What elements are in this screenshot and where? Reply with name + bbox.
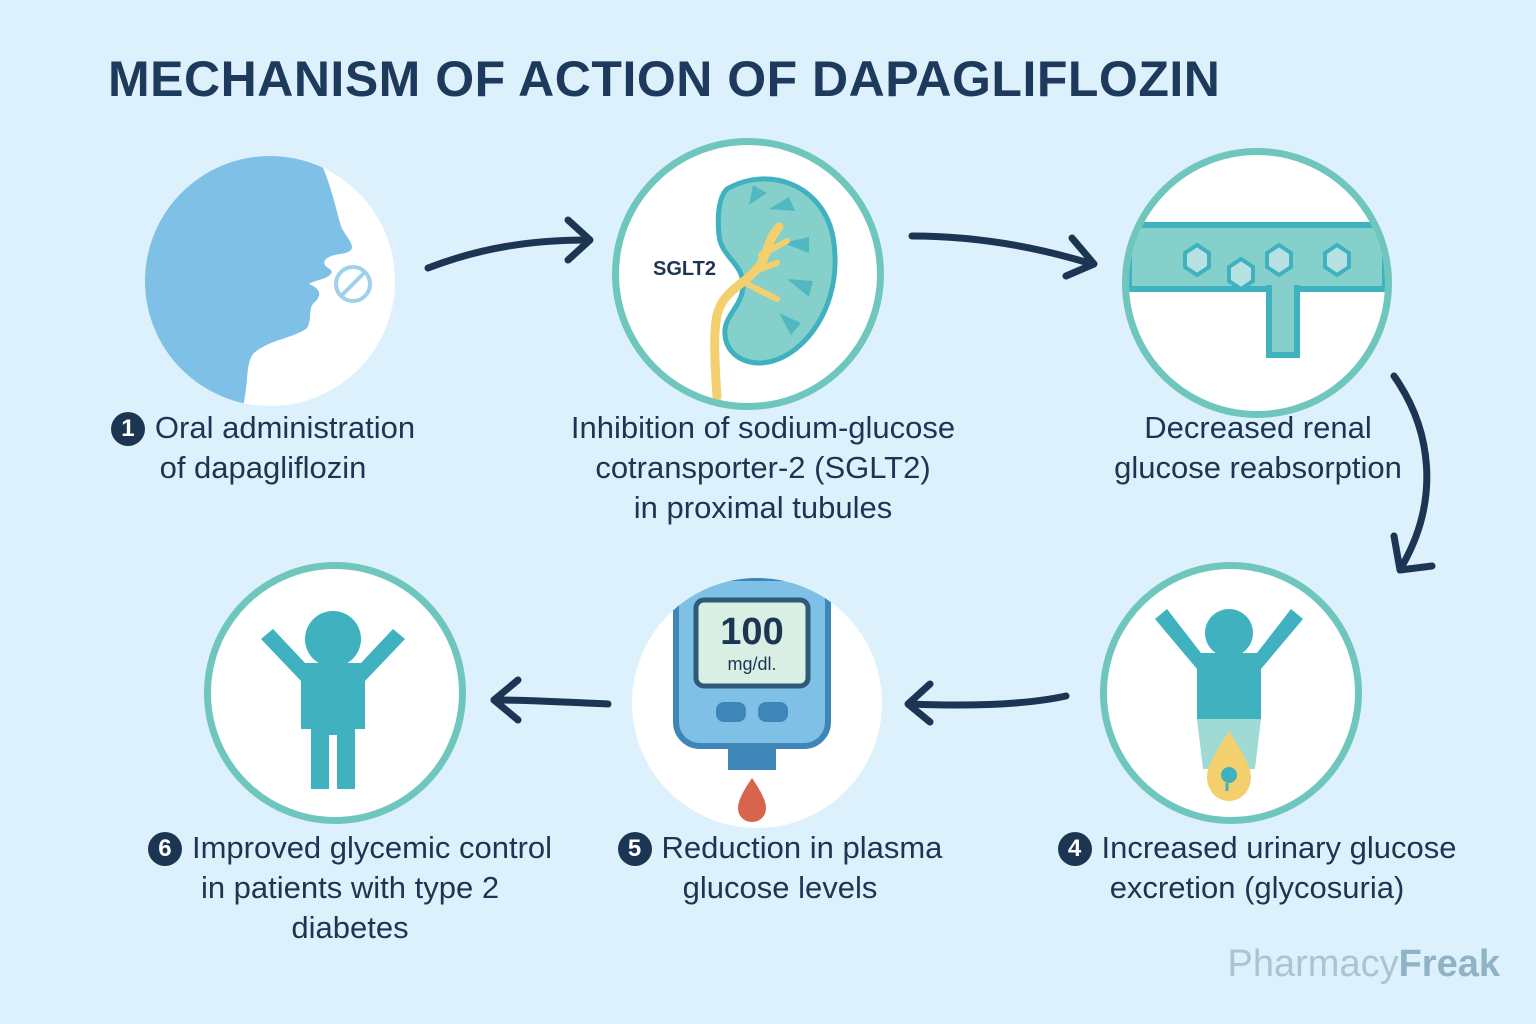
- person-body-icon: [261, 629, 405, 789]
- step-1-line-2: of dapagliflozin: [159, 450, 367, 485]
- step-4-label: 4 Increased urinary glucose excretion (gl…: [1024, 828, 1490, 908]
- step-2-line-2: cotransporter-2 (SGLT2): [595, 450, 931, 485]
- step-5-line-1: Reduction in plasma: [661, 830, 943, 865]
- meter-reading: 100: [720, 611, 783, 653]
- step-6-line-1: Improved glycemic control: [191, 830, 553, 865]
- step-3-label: Decreased renal glucose reabsorption: [1088, 408, 1428, 488]
- person-body-icon: [1155, 609, 1303, 719]
- step-3-illustration: [1122, 148, 1392, 418]
- step-4-illustration: [1100, 562, 1362, 824]
- step-4-line-1: Increased urinary glucose: [1101, 830, 1457, 865]
- brand-part-1: Pharmacy: [1227, 943, 1399, 985]
- person-head-icon: [305, 611, 361, 667]
- step-4-line-2: excretion (glycosuria): [1109, 870, 1405, 905]
- step-number-badge: 5: [617, 832, 652, 866]
- pill-icon: [334, 265, 372, 303]
- step-6-illustration: [204, 562, 466, 824]
- page-title: MECHANISM OF ACTION OF DAPAGLIFLOZIN: [108, 51, 1221, 107]
- arrow-3-to-4: [1390, 372, 1431, 570]
- step-number-badge: 6: [147, 832, 182, 866]
- arrow-1-to-2: [424, 236, 592, 272]
- step-2-line-1: Inhibition of sodium-glucose: [570, 410, 956, 445]
- brand-part-2: Freak: [1398, 943, 1500, 985]
- sglt2-label: SGLT2: [653, 258, 716, 280]
- brand-watermark: PharmacyFreak: [1228, 943, 1500, 986]
- step-number-badge: 1: [110, 412, 145, 446]
- arrow-4-to-5: [906, 692, 1070, 709]
- step-2-label: Inhibition of sodium-glucose cotransport…: [538, 408, 988, 528]
- step-number-badge: 4: [1057, 832, 1092, 866]
- step-1-illustration: [145, 156, 395, 406]
- step-5-line-2: glucose levels: [682, 870, 878, 905]
- step-2-line-3: in proximal tubules: [633, 490, 893, 525]
- step-6-label: 6 Improved glycemic control in patients w…: [108, 828, 592, 948]
- step-3-line-1: Decreased renal: [1144, 410, 1372, 445]
- person-head-icon: [1205, 609, 1253, 657]
- step-1-label: 1 Oral administration of dapagliflozin: [78, 408, 448, 488]
- step-3-line-2: glucose reabsorption: [1114, 450, 1402, 485]
- head-silhouette-icon: [145, 156, 352, 406]
- kidney-icon: [715, 176, 838, 366]
- step-2-illustration: SGLT2: [612, 138, 884, 410]
- blood-drop-icon: [738, 778, 766, 822]
- arrow-2-to-3: [908, 232, 1096, 268]
- step-6-line-2: in patients with type 2: [200, 870, 500, 905]
- step-1-line-1: Oral administration: [154, 410, 416, 445]
- glucose-molecule-icon: [1183, 242, 1351, 292]
- step-5-illustration: 100 mg/dl.: [632, 578, 882, 828]
- meter-unit: mg/dl.: [727, 654, 776, 674]
- step-6-line-3: diabetes: [291, 910, 409, 945]
- urine-drop-icon: [1207, 731, 1251, 801]
- step-5-label: 5 Reduction in plasma glucose levels: [590, 828, 970, 908]
- arrow-5-to-6: [490, 696, 612, 708]
